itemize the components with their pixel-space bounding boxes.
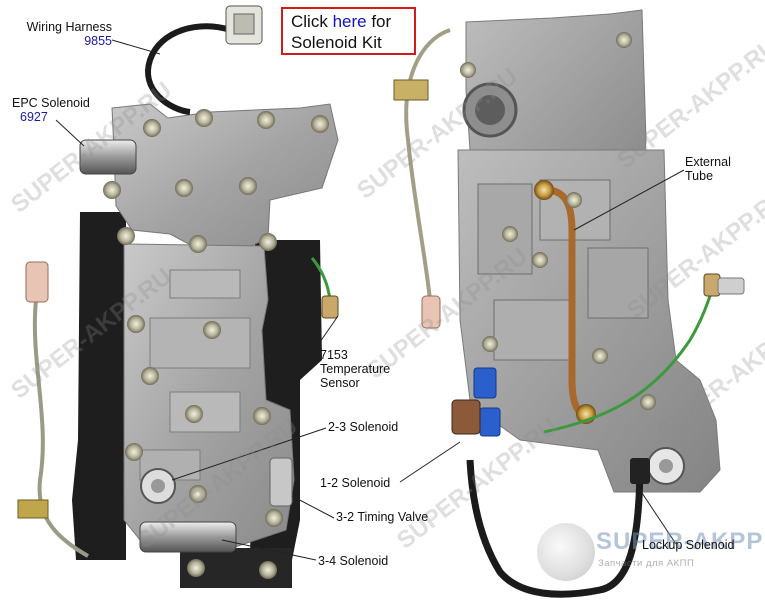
label-temperature-sensor-line1: Temperature <box>320 362 391 376</box>
label-3-2-timing-valve: 3-2 Timing Valve <box>336 510 429 524</box>
right-wire-connector <box>421 295 441 329</box>
bolt <box>203 321 221 339</box>
bolt <box>640 394 656 410</box>
right-valve-body <box>393 9 745 598</box>
label-temperature-sensor-line2: Sensor <box>320 376 360 390</box>
bolt <box>265 509 283 527</box>
kit-link-prefix: Click <box>291 12 333 31</box>
bolt <box>566 192 582 208</box>
harness-connector-pins <box>233 13 255 35</box>
wiring-harness-cable <box>145 23 231 115</box>
label-temperature-sensor-number: 7153 <box>320 348 348 362</box>
leader-external-tube <box>573 169 685 231</box>
label-wiring-harness-number: 9855 <box>84 34 112 48</box>
label-external-tube: External Tube <box>685 155 731 183</box>
label-3-4-solenoid: 3-4 Solenoid <box>318 554 389 568</box>
solenoid-kit-link-box[interactable]: Click here for Solenoid Kit <box>281 7 416 55</box>
bolt <box>460 62 476 78</box>
lockup-solenoid-center <box>659 459 673 473</box>
right-panel <box>493 299 575 361</box>
leader-lines <box>55 39 685 561</box>
label-lockup-solenoid: Lockup Solenoid <box>642 538 735 552</box>
right-sensor-tab <box>717 277 745 295</box>
solenoid-3-4-body <box>139 521 237 553</box>
bolt <box>253 407 271 425</box>
bolt <box>125 443 143 461</box>
bolt <box>103 181 121 199</box>
tube-fitting <box>534 180 554 200</box>
left-valve-body <box>17 5 339 588</box>
left-boss <box>169 269 241 299</box>
leader-wiring-harness <box>111 39 161 55</box>
leader-epc-solenoid <box>55 119 85 147</box>
label-external-tube-line2: Tube <box>685 169 714 183</box>
right-port-inner <box>475 95 505 125</box>
bolt <box>482 336 498 352</box>
right-panel <box>587 247 649 319</box>
left-boss <box>149 317 251 369</box>
label-wiring-harness-name: Wiring Harness <box>26 20 112 34</box>
bolt <box>175 179 193 197</box>
leader-temperature-sensor <box>319 315 339 343</box>
leader-3-4-solenoid <box>221 539 317 561</box>
bolt <box>532 252 548 268</box>
bolt <box>141 367 159 385</box>
temp-sensor-body <box>321 295 339 319</box>
bolt <box>189 485 207 503</box>
kit-link-line2: Solenoid Kit <box>291 33 382 52</box>
logo-graphic <box>537 523 595 581</box>
label-epc-solenoid-name: EPC Solenoid <box>12 96 90 110</box>
bolt <box>187 559 205 577</box>
bolt <box>185 405 203 423</box>
bolt <box>311 115 329 133</box>
epc-solenoid-body <box>79 139 137 175</box>
right-top-wire-clip <box>393 79 429 101</box>
left-bolts <box>103 109 329 579</box>
label-1-2-solenoid: 1-2 Solenoid <box>320 476 391 490</box>
label-external-tube-line1: External <box>685 155 731 169</box>
leader-1-2-solenoid <box>399 441 461 483</box>
right-top-wire <box>404 28 451 301</box>
bolt <box>143 119 161 137</box>
bolt <box>127 315 145 333</box>
blue-connector <box>473 367 497 399</box>
right-green-wire <box>543 289 714 434</box>
label-epc-solenoid-number: 6927 <box>20 110 48 124</box>
label-wiring-harness: Wiring Harness 9855 <box>6 20 112 48</box>
leader-lockup-solenoid <box>635 483 677 545</box>
left-wire-clip <box>17 499 49 519</box>
label-2-3-solenoid: 2-3 Solenoid <box>328 420 399 434</box>
bolt <box>239 177 257 195</box>
bolt <box>189 235 207 253</box>
solenoid-1-2-body <box>451 399 481 435</box>
left-wire-connector <box>25 261 49 303</box>
right-black-harness <box>466 459 644 598</box>
left-boss <box>169 391 241 433</box>
left-dangling-wire <box>32 299 89 558</box>
bolt <box>259 233 277 251</box>
timing-valve-3-2-body <box>269 457 293 507</box>
bolt <box>592 348 608 364</box>
logo-subtitle: Запчасти для АКПП <box>598 558 695 569</box>
label-epc-solenoid: EPC Solenoid 6927 <box>12 96 90 124</box>
label-temperature-sensor: 7153 Temperature Sensor <box>320 348 390 390</box>
lockup-connector <box>630 458 650 484</box>
bolt <box>616 32 632 48</box>
bolt <box>502 226 518 242</box>
external-tube <box>542 186 586 418</box>
bolt <box>117 227 135 245</box>
logo-text: SUPER-AKPP <box>596 528 764 555</box>
right-bolts <box>460 32 656 410</box>
leader-3-2-timing-valve <box>291 495 335 519</box>
bolt <box>259 561 277 579</box>
solenoid-2-3-center <box>151 479 165 493</box>
leader-2-3-solenoid <box>171 427 327 481</box>
bolt <box>195 109 213 127</box>
kit-link-here[interactable]: here <box>332 12 367 31</box>
bolt <box>257 111 275 129</box>
blue-connector <box>479 407 501 437</box>
kit-link-suffix: for <box>366 12 392 31</box>
